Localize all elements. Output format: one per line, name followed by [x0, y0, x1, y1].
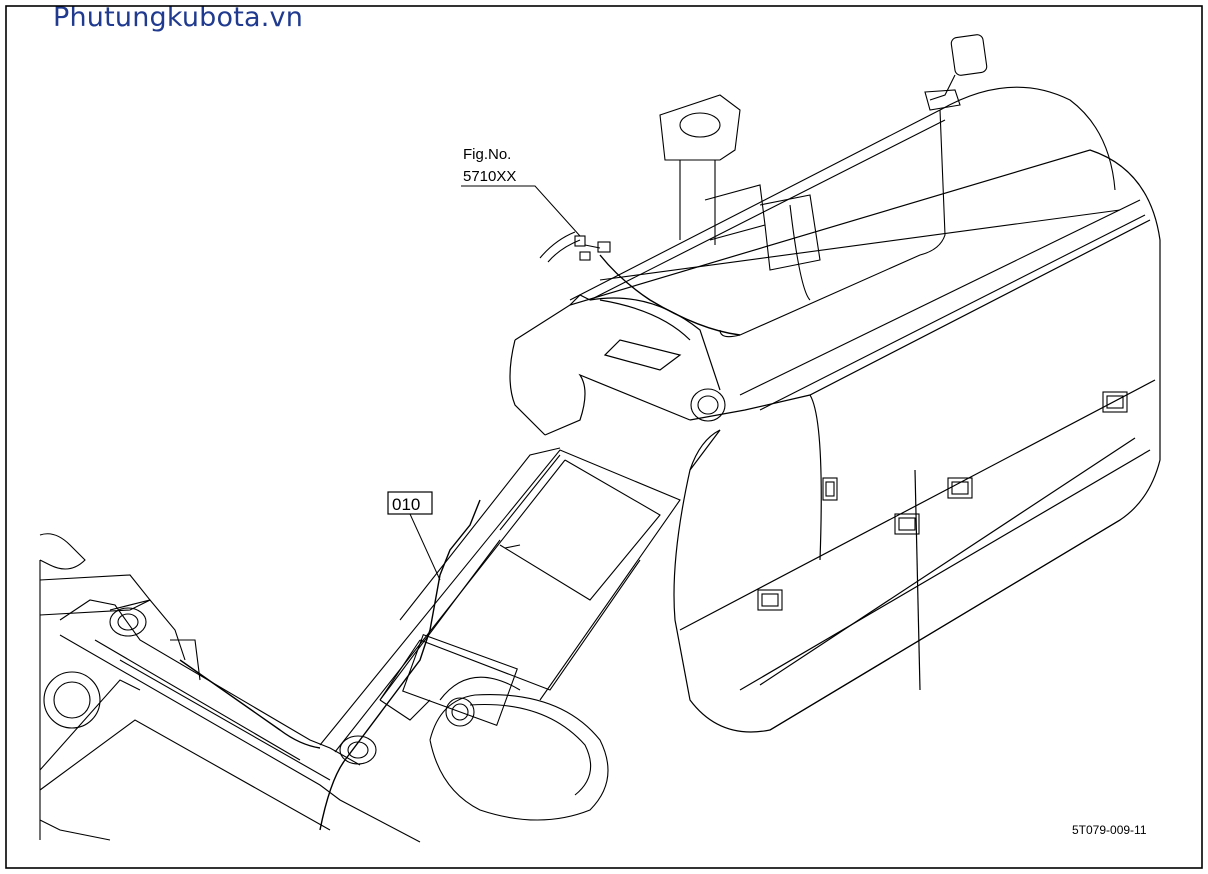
connector-bundle — [539, 231, 611, 263]
part-callout[interactable]: 010 — [387, 491, 441, 581]
grain-tank-body — [509, 149, 1161, 733]
drawing-id: 5T079-009-11 — [1072, 823, 1147, 837]
upper-lamp — [690, 388, 726, 422]
lower-left-frame — [39, 533, 421, 843]
tank-side-windows — [757, 391, 1128, 611]
blower-assembly — [429, 676, 609, 821]
part-label[interactable]: 010 — [392, 495, 420, 514]
part-callout-leader — [409, 513, 441, 581]
figure-callout-leader — [461, 185, 581, 237]
figure-ref-number: 5710XX — [463, 168, 516, 185]
figure-callout: Fig.No. 5710XX — [461, 146, 581, 237]
site-watermark: Phutungkubota.vn — [53, 2, 304, 33]
figure-ref-label: Fig.No. — [463, 146, 511, 163]
mirror-assembly — [924, 34, 988, 111]
wiring-harness — [179, 254, 741, 831]
inclined-chute — [319, 447, 681, 753]
tank-top-cover — [569, 86, 1146, 411]
support-column — [659, 94, 821, 301]
drawing-border — [5, 5, 1203, 869]
